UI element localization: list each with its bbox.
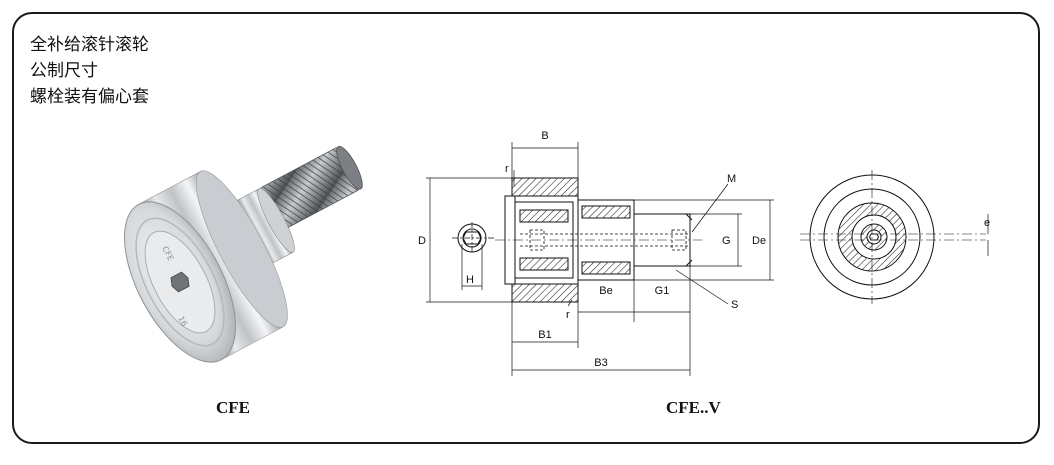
label-H: H [466,274,474,286]
label-e: e [984,217,990,229]
label-De: De [752,235,766,247]
dimension-lines [426,142,774,376]
hex-end-view [452,222,494,290]
caption-drawing: CFE..V [666,398,721,417]
label-G1: G1 [655,285,670,297]
hex-socket-icon [170,271,190,293]
stud-shoulder [235,188,295,265]
title-block: 全补给滚针滚轮 公制尺寸 螺栓装有偏心套 [30,32,149,110]
label-Be: Be [599,285,612,297]
outer-ring-face [123,201,237,363]
label-B3: B3 [594,357,607,369]
threaded-stud [259,145,363,231]
title-line-3: 螺栓装有偏心套 [30,87,149,107]
caption-photo: CFE [216,398,250,417]
label-B1: B1 [538,329,551,341]
cam-follower-photo: CFE 16 [123,145,363,363]
cross-section-view [495,177,702,303]
label-r-top: r [505,163,509,175]
label-r-bottom: r [566,309,570,321]
title-line-1: 全补给滚针滚轮 [30,35,149,55]
label-M: M [727,173,736,185]
label-G: G [722,235,731,247]
label-S: S [731,299,738,311]
label-B: B [541,130,548,142]
title-line-2: 公制尺寸 [30,61,98,81]
photo-ring-marking-b: 16 [176,315,189,328]
label-D: D [418,235,426,247]
front-end-view [800,170,989,304]
